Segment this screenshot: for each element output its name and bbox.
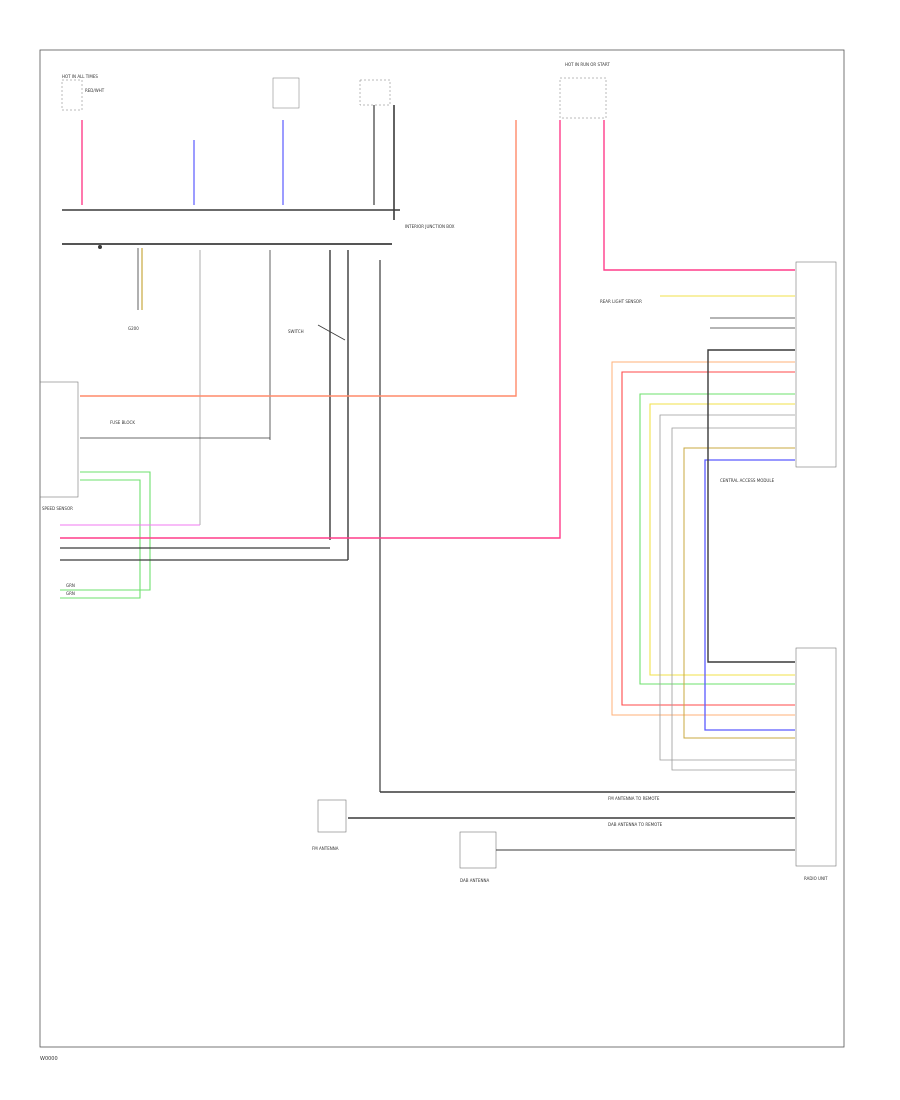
fuse-box-4	[559, 77, 607, 119]
wire-green-2	[60, 479, 141, 599]
wire-pink-low	[60, 120, 561, 539]
fuse-label-1: RED/WHT	[85, 88, 105, 93]
fuse-box-1	[61, 79, 83, 111]
switch-label: SWITCH	[288, 329, 304, 334]
central-module-label: CENTRAL ACCESS MODULE	[720, 478, 775, 483]
fuse-box-2	[272, 77, 300, 109]
wire-green-bundle	[639, 393, 795, 685]
radio-unit-box	[795, 647, 837, 867]
antenna-line-label-1: FM ANTENNA TO REMOTE	[608, 796, 660, 801]
front-antenna-label: FM ANTENNA	[312, 846, 339, 851]
left-module-label: SPEED SENSOR	[42, 506, 73, 511]
fuse-block-left-label: FUSE BLOCK	[110, 420, 135, 425]
green-wire-label-1: GRN	[66, 583, 75, 588]
green-wire-label-2: GRN	[66, 591, 75, 596]
left-module-box	[39, 381, 79, 498]
rear-antenna-box	[459, 831, 497, 869]
wire-orange-bundle	[611, 361, 795, 716]
wire-blue-bundle	[704, 459, 795, 731]
radio-unit-label: RADIO UNIT	[804, 876, 828, 881]
diagram-frame	[39, 49, 845, 1048]
fuse-box-3	[359, 79, 391, 106]
wire-gray-bundle-2	[671, 427, 795, 771]
fuse-group-top: RED/WHT	[61, 77, 607, 119]
header-left-label: HOT IN ALL TIMES	[62, 74, 98, 79]
wire-green-1	[60, 471, 151, 591]
wire-olive-bundle	[683, 447, 795, 739]
wire-yellow-bundle	[649, 403, 795, 676]
wire-pink-right	[603, 120, 795, 271]
header-right-label: HOT IN RUN OR START	[565, 62, 610, 67]
antenna-line-label-2: DAB ANTENNA TO REMOTE	[608, 822, 663, 827]
switch-contact	[317, 324, 346, 341]
footer-code: W0000	[40, 1056, 58, 1062]
central-module-box	[795, 261, 837, 468]
wire-gray-bundle-1	[659, 414, 795, 761]
bus-node	[98, 245, 102, 249]
junction-box-label: INTERIOR JUNCTION BOX	[405, 224, 455, 229]
rear-sensor-label: REAR LIGHT SENSOR	[600, 299, 642, 304]
wire-salmon-long	[80, 120, 517, 397]
wire-dark-bundle	[707, 349, 795, 663]
ground-label: G200	[128, 326, 139, 331]
front-antenna-box	[317, 799, 347, 833]
rear-antenna-label: DAB ANTENNA	[460, 878, 489, 883]
junction-box-bar	[62, 243, 392, 245]
